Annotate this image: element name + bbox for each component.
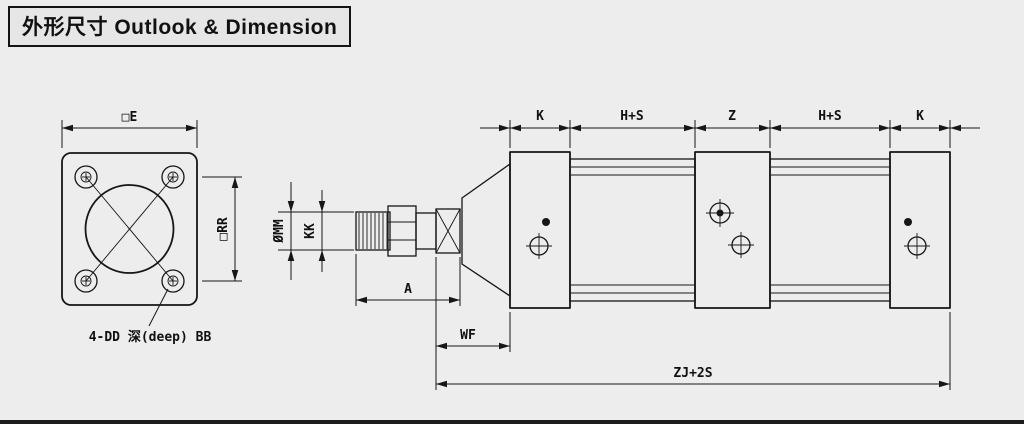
cylinder-tube-rear xyxy=(769,158,891,302)
dim-mm-label: ØMM xyxy=(272,219,287,244)
dim-z-label: Z xyxy=(728,109,736,124)
side-view: K H+S Z H+S K ØMM KK xyxy=(272,109,980,390)
bolt-hole-bottom-right xyxy=(161,269,185,293)
center-block xyxy=(694,151,771,309)
dim-wf-label: WF xyxy=(460,328,476,343)
port-dot xyxy=(904,218,912,226)
bolt-hole-top-right xyxy=(161,165,185,189)
cylinder-head-cap xyxy=(509,151,571,309)
dim-hs-left-label: H+S xyxy=(620,109,644,124)
dim-zj2s-label: ZJ+2S xyxy=(673,366,712,381)
dim-a: A xyxy=(355,254,461,306)
dim-k-left-label: K xyxy=(536,109,544,124)
page-title: 外形尺寸 Outlook & Dimension xyxy=(8,6,352,47)
sheet-bottom-rule xyxy=(0,420,1024,424)
dim-mm: ØMM xyxy=(272,182,354,280)
bolt-hole-bottom-left xyxy=(74,269,98,293)
front-view: □E □RR 4-DD 深(deep) BB xyxy=(61,110,242,345)
center-bore-circle xyxy=(84,184,175,274)
dim-zj2s: ZJ+2S xyxy=(436,312,951,390)
piston-rod-thread xyxy=(355,211,391,251)
dim-e-label: □E xyxy=(122,110,138,125)
dim-hs-right-label: H+S xyxy=(818,109,842,124)
dim-e: □E xyxy=(61,110,198,148)
hole-callout: 4-DD 深(deep) BB xyxy=(89,288,212,345)
rod-nut xyxy=(387,205,417,257)
dim-rr: □RR xyxy=(202,176,242,282)
dim-chain-top: K H+S Z H+S K xyxy=(480,109,980,148)
cylinder-tube-front xyxy=(569,158,696,302)
dim-kk-label: KK xyxy=(303,223,318,239)
dim-wf: WF xyxy=(435,257,511,390)
dim-rr-label: □RR xyxy=(216,217,231,241)
flange-outline xyxy=(61,152,198,306)
rod-wrench-flat xyxy=(435,208,461,254)
diagonal-line xyxy=(85,176,174,282)
dim-k-right-label: K xyxy=(916,109,924,124)
hole-callout-label: 4-DD 深(deep) BB xyxy=(89,329,212,345)
dim-a-label: A xyxy=(404,282,412,297)
port-dot xyxy=(542,218,550,226)
rod-boss xyxy=(461,162,511,298)
cylinder-rear-cap xyxy=(889,151,951,309)
bolt-hole-top-left xyxy=(74,165,98,189)
dim-kk: KK xyxy=(303,190,326,272)
piston-rod xyxy=(415,212,437,250)
